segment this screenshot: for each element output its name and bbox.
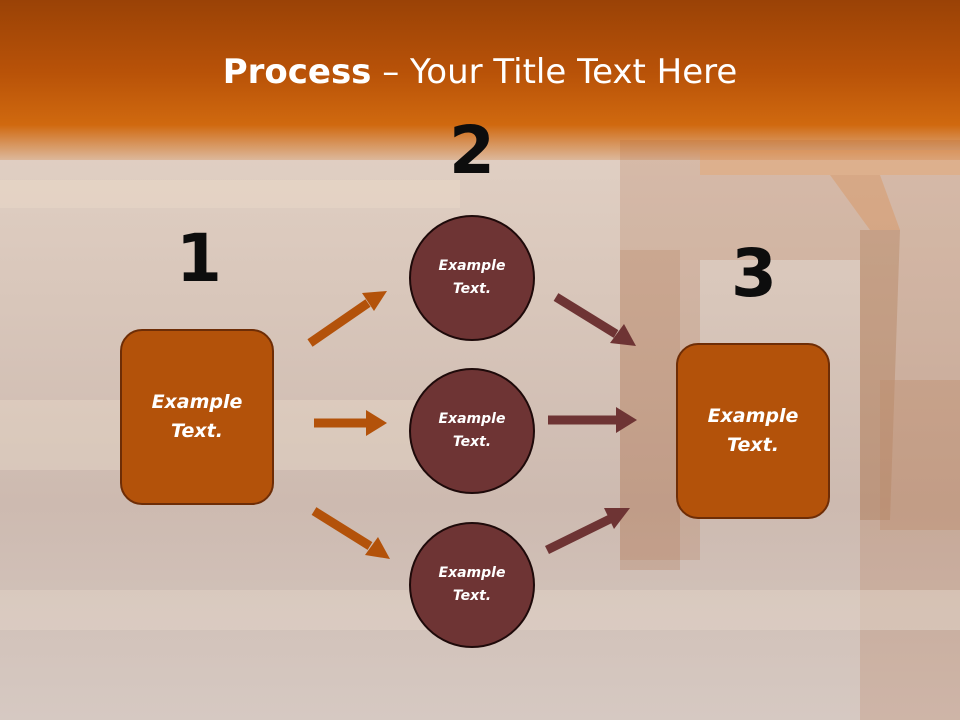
node-top-label: Example Text. (438, 258, 506, 297)
arrow-bottom-to-3 (545, 508, 630, 555)
step-1-box: Example Text. (120, 329, 274, 505)
node-circle-bottom: Example Text. (409, 522, 535, 648)
arrow-top-to-3 (553, 293, 636, 346)
step-1-label: Example Text. (151, 391, 243, 442)
arrow-1-to-top (307, 291, 387, 347)
step-number-2: 2 (449, 112, 495, 189)
title-banner (0, 0, 960, 160)
arrow-1-to-bottom (311, 507, 390, 559)
arrow-1-to-middle (314, 410, 387, 436)
title-rest: – Your Title Text Here (371, 52, 738, 92)
node-circle-middle: Example Text. (409, 368, 535, 494)
node-circle-top: Example Text. (409, 215, 535, 341)
slide-title: Process – Your Title Text Here (0, 52, 960, 92)
step-number-1: 1 (176, 220, 222, 297)
step-3-label: Example Text. (707, 405, 799, 456)
node-bottom-label: Example Text. (438, 565, 506, 604)
arrow-middle-to-3 (548, 407, 637, 433)
step-number-3: 3 (731, 235, 777, 312)
title-strong: Process (222, 52, 372, 92)
node-middle-label: Example Text. (438, 411, 506, 450)
step-3-box: Example Text. (676, 343, 830, 519)
